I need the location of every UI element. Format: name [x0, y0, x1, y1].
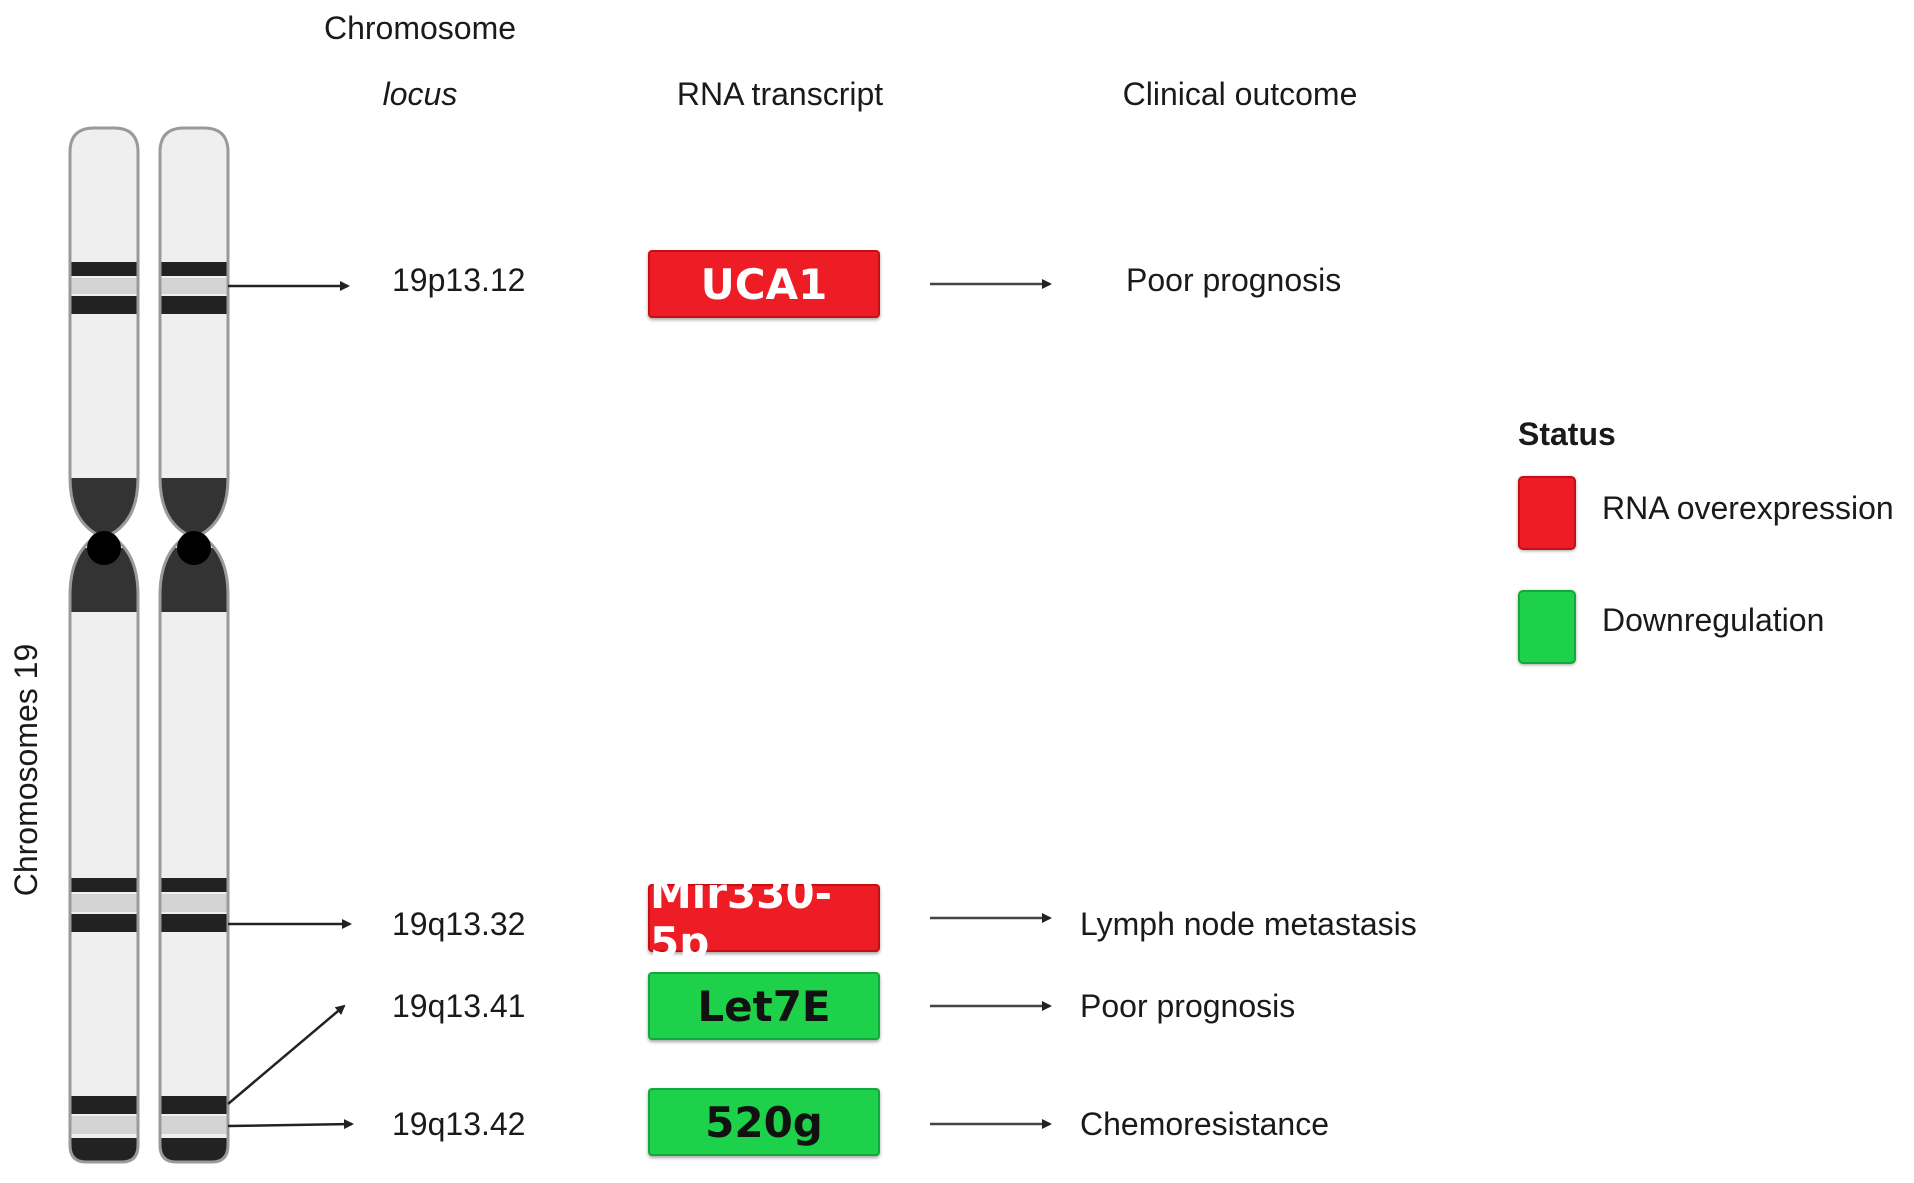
- locus-arrow-19q13.42: [227, 1119, 354, 1130]
- locus-label: 19p13.12: [392, 262, 526, 298]
- outcome-label: Poor prognosis: [1126, 262, 1342, 298]
- centromere-left: [87, 531, 121, 565]
- chromosome-axis-label: Chromosomes 19: [8, 643, 44, 897]
- locus-label: 19q13.41: [392, 988, 526, 1024]
- chromatid-left: [68, 126, 140, 1164]
- rna-label: Let7E: [697, 981, 831, 1031]
- legend-label-overexpression: RNA overexpression: [1602, 490, 1894, 526]
- legend-title: Status: [1518, 416, 1616, 452]
- locus-arrow-19q13.41: [227, 1004, 346, 1105]
- rna-label: Mir330-5p: [650, 869, 833, 967]
- rna-label: 520g: [705, 1097, 823, 1147]
- legend-label-downregulation: Downregulation: [1602, 602, 1825, 638]
- rna-box-mir330-5p: Mir330-5p: [648, 869, 880, 967]
- locus-label: 19q13.32: [392, 906, 526, 942]
- legend-swatch-downregulation: [1518, 590, 1576, 664]
- rna-box-uca1: UCA1: [648, 250, 880, 318]
- centromere-right: [177, 531, 211, 565]
- header-locus: locus: [382, 76, 458, 112]
- rna-box-520g: 520g: [648, 1088, 880, 1156]
- outcome-label: Chemoresistance: [1080, 1106, 1329, 1142]
- header-rna-transcript: RNA transcript: [676, 76, 884, 112]
- outcome-label: Lymph node metastasis: [1080, 906, 1417, 942]
- rna-label: UCA1: [700, 259, 828, 309]
- header-clinical-outcome: Clinical outcome: [1122, 76, 1358, 112]
- legend-swatch-overexpression: [1518, 476, 1576, 550]
- header-chromosome: Chromosome: [323, 10, 517, 46]
- rna-box-let7e: Let7E: [648, 972, 880, 1040]
- outcome-label: Poor prognosis: [1080, 988, 1296, 1024]
- chromatid-right: [158, 126, 230, 1164]
- locus-label: 19q13.42: [392, 1106, 526, 1142]
